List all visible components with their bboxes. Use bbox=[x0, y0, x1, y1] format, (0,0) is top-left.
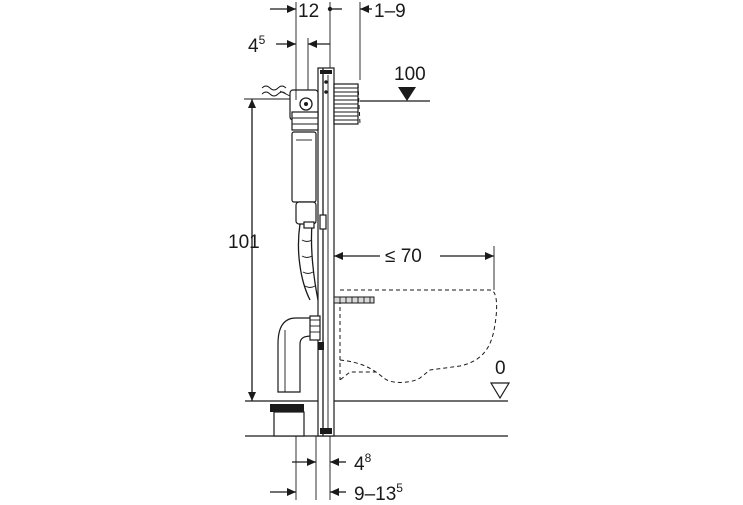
dim-top-offset-label: 45 bbox=[248, 33, 266, 57]
dim-top-width bbox=[270, 2, 342, 100]
wall-hung-bowl bbox=[339, 289, 498, 383]
waste-bend bbox=[270, 315, 324, 437]
frame-wall bbox=[317, 67, 335, 437]
fixing-bolt bbox=[333, 296, 375, 304]
dim-flush-height bbox=[360, 87, 430, 102]
dim-bottom-offset-label: 48 bbox=[354, 451, 372, 475]
floor-level-marker bbox=[489, 382, 511, 400]
cistern bbox=[289, 89, 319, 225]
dim-wall-gap-label: 1–9 bbox=[374, 1, 406, 22]
dim-frame-height bbox=[244, 98, 290, 401]
water-supply-icon bbox=[261, 85, 291, 97]
dim-top-offset bbox=[276, 38, 330, 90]
floor-level-label: 0 bbox=[495, 358, 506, 379]
dim-top-width-label: 12 bbox=[298, 1, 319, 22]
flush-pipe bbox=[297, 214, 327, 301]
dim-flush-height-label: 100 bbox=[394, 64, 426, 85]
dim-bowl-projection bbox=[334, 246, 495, 290]
dim-bowl-projection-label: ≤ 70 bbox=[385, 246, 422, 267]
flush-plate bbox=[333, 83, 361, 125]
dim-wall-gap bbox=[359, 2, 372, 80]
dim-frame-height-label: 101 bbox=[228, 232, 260, 253]
dim-bottom-offset bbox=[292, 436, 346, 500]
dim-depth-range-label: 9–135 bbox=[354, 481, 403, 505]
dim-depth-range bbox=[270, 436, 346, 500]
